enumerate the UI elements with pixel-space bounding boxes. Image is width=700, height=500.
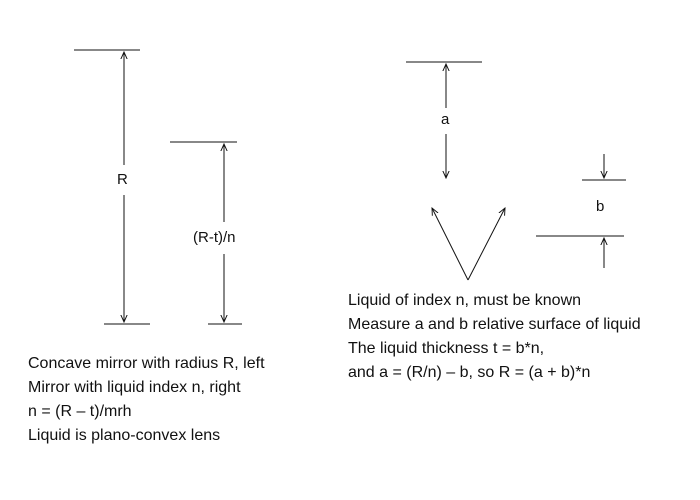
note-right-line: and a = (R/n) – b, so R = (a + b)*n [348,364,591,381]
label-rtn: (R-t)/n [193,229,236,246]
note-left-line: n = (R – t)/mrh [28,403,132,420]
ray-left [432,208,469,281]
note-left-line: Concave mirror with radius R, left [28,355,265,372]
label-a: a [441,111,450,128]
label-r: R [117,171,128,188]
notes-right: Liquid of index n, must be known Measure… [348,289,641,385]
note-right-line: The liquid thickness t = b*n, [348,340,545,357]
ray-right [467,208,505,281]
label-b: b [596,198,605,215]
note-right-line: Liquid of index n, must be known [348,292,582,309]
note-left-line: Mirror with liquid index n, right [28,379,241,396]
note-left-line: Liquid is plano-convex lens [28,427,221,444]
notes-left: Concave mirror with radius R, left Mirro… [28,352,265,448]
note-right-line: Measure a and b relative surface of liqu… [348,316,641,333]
